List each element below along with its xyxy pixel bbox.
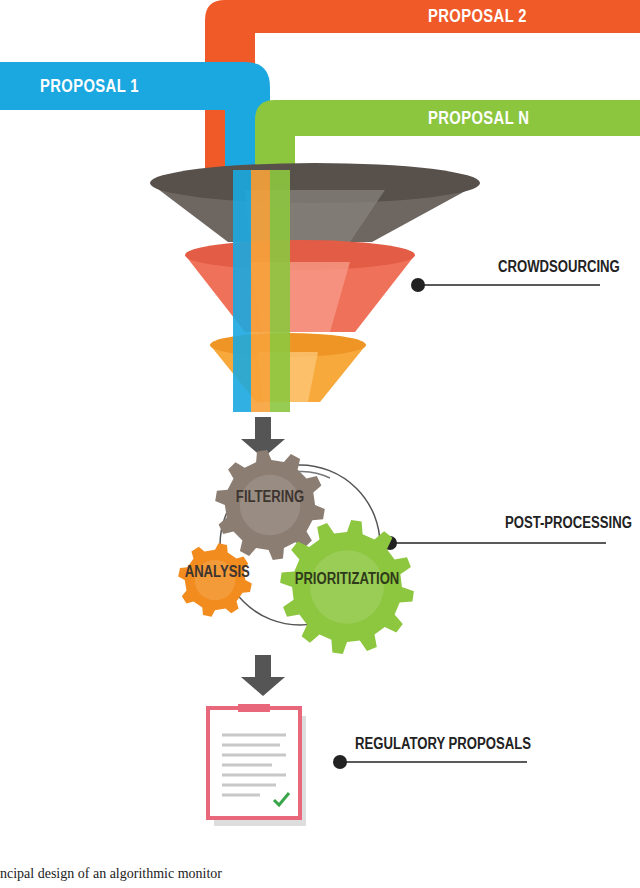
leader-dot <box>411 278 425 292</box>
stage-label: REGULATORY PROPOSALS <box>355 735 531 753</box>
gear-outline <box>280 520 414 654</box>
leader-line <box>340 761 527 763</box>
document-icon <box>208 708 300 818</box>
proposal-band: PROPOSAL N <box>290 100 640 136</box>
document-clip <box>238 704 270 712</box>
figure-caption: ncipal design of an algorithmic monitor <box>0 866 222 882</box>
gear-outline <box>215 450 325 560</box>
stage-label: CROWDSOURCING <box>498 258 620 276</box>
check-mark <box>274 793 289 805</box>
green-stripe <box>270 170 290 412</box>
gear-outline <box>178 543 252 617</box>
gear-label: PRIORITIZATION <box>292 570 402 588</box>
funnel-salmon <box>185 255 415 332</box>
down-arrow <box>255 417 271 439</box>
proposal-label: PROPOSAL 1 <box>40 76 139 97</box>
orange-stripe <box>251 170 270 412</box>
gear-label: FILTERING <box>225 488 315 506</box>
gear-label: ANALYSIS <box>185 563 246 581</box>
down-arrow <box>241 677 285 696</box>
process-gear: FILTERING <box>215 450 325 560</box>
process-gear: PRIORITIZATION <box>280 520 414 654</box>
leader-line <box>390 542 606 544</box>
proposal-label: PROPOSAL 2 <box>428 6 527 27</box>
document-lines <box>222 735 286 795</box>
leader-dot <box>333 755 347 769</box>
proposal-label: PROPOSAL N <box>428 108 529 129</box>
blue-stripe <box>233 170 251 412</box>
stage-label: POST-PROCESSING <box>505 514 632 532</box>
down-arrow <box>255 655 271 677</box>
proposal-band: PROPOSAL 1 <box>0 62 232 110</box>
process-gear: ANALYSIS <box>178 543 252 617</box>
proposal-band: PROPOSAL 2 <box>250 0 640 33</box>
leader-line <box>418 284 600 286</box>
